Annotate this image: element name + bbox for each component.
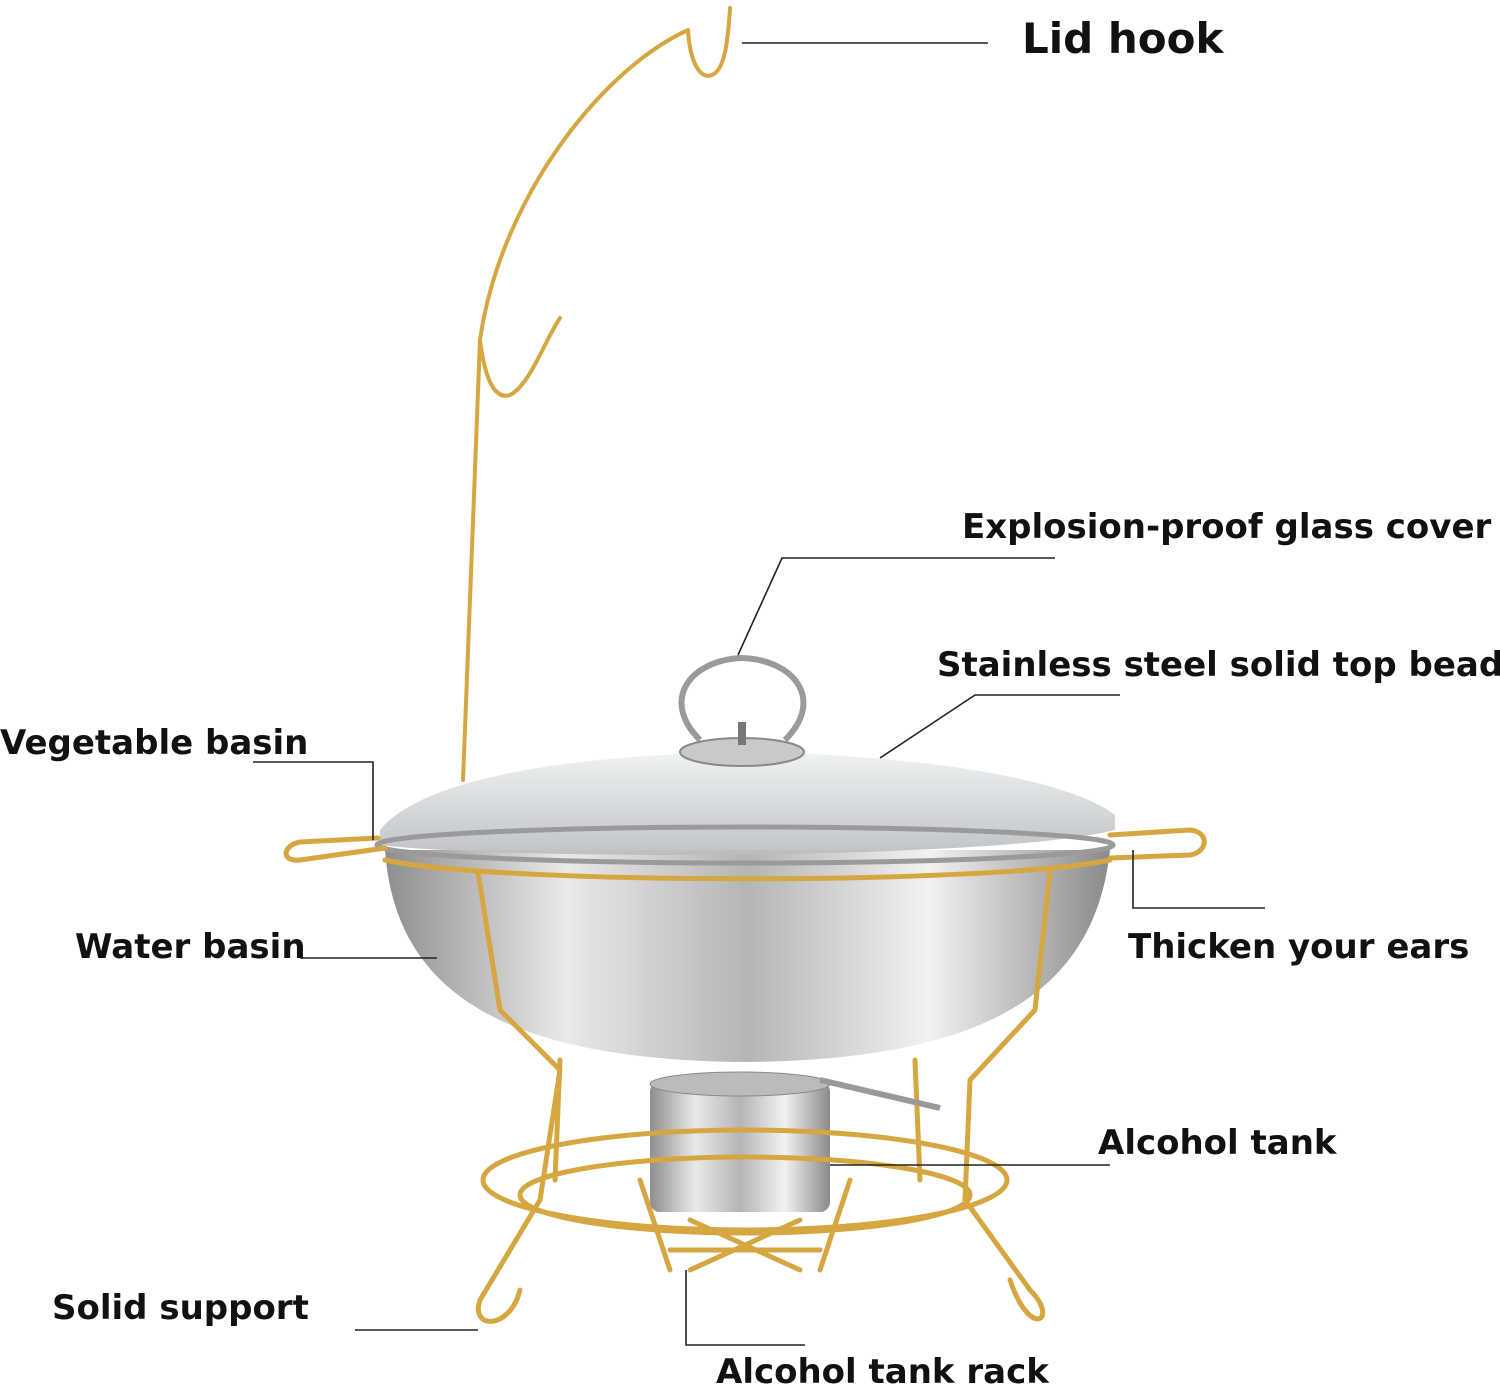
glass-cover-shape — [374, 654, 1116, 866]
label-solid-support: Solid support — [52, 1288, 309, 1328]
right-ear — [1107, 827, 1207, 861]
water-basin-shape — [385, 850, 1110, 1062]
leader-lines — [253, 42, 1265, 1346]
left-ear — [283, 835, 388, 863]
label-vegetable-basin: Vegetable basin — [0, 723, 308, 763]
label-glass-cover: Explosion-proof glass cover — [962, 507, 1492, 547]
label-lid-hook: Lid hook — [1022, 14, 1224, 63]
label-top-bead: Stainless steel solid top bead — [937, 645, 1500, 685]
label-water-basin: Water basin — [75, 927, 306, 967]
alcohol-tank-shape — [649, 1071, 941, 1212]
tank-rack-shape — [480, 1127, 1010, 1273]
lid-hook-stand — [461, 6, 732, 782]
label-ears: Thicken your ears — [1128, 927, 1469, 967]
frame-rim — [382, 857, 1113, 882]
label-tank-rack: Alcohol tank rack — [716, 1352, 1050, 1390]
label-alcohol-tank: Alcohol tank — [1098, 1123, 1338, 1163]
